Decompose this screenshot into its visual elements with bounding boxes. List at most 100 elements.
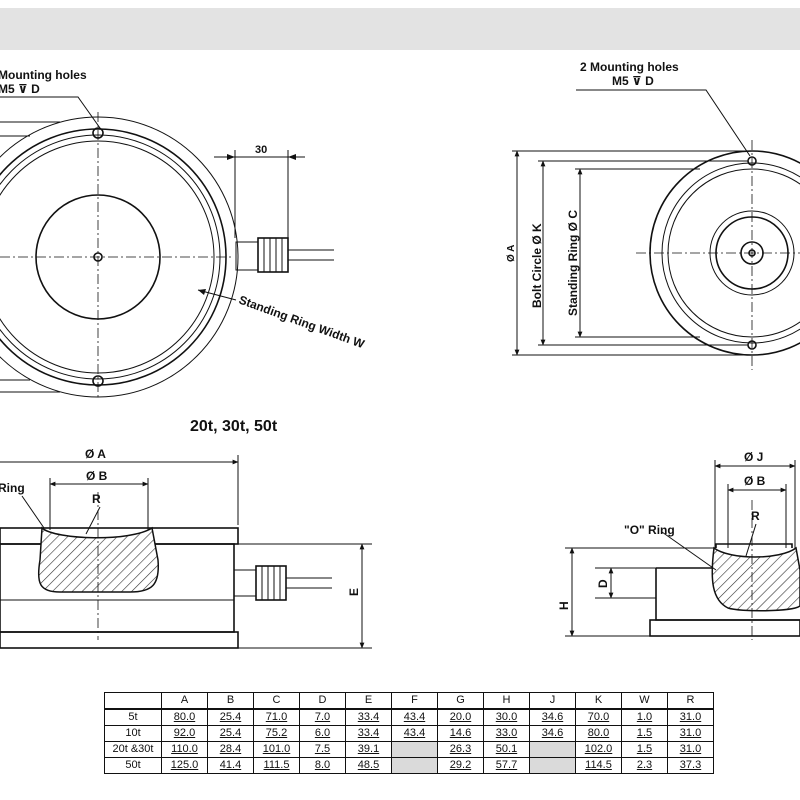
table-cell bbox=[391, 741, 438, 758]
table-cell: 25.4 bbox=[207, 725, 254, 742]
table-cell bbox=[391, 757, 438, 774]
section-dia-b-label: Ø B bbox=[86, 469, 108, 483]
load-button-section bbox=[711, 546, 800, 612]
section-ring-label: Ring bbox=[0, 481, 25, 495]
bolt-circle-label: Bolt Circle Ø K bbox=[530, 223, 544, 308]
table-cell: 102.0 bbox=[575, 741, 622, 758]
table-cell: 7.0 bbox=[299, 708, 346, 726]
table-cell: 34.6 bbox=[529, 708, 576, 726]
cable-connector bbox=[235, 237, 334, 273]
table-cell: 33.0 bbox=[483, 725, 530, 742]
mounting-holes-label-right: 2 Mounting holes bbox=[580, 60, 679, 74]
model-caption: 20t, 30t, 50t bbox=[190, 418, 278, 435]
mounting-leader-right bbox=[576, 89, 751, 157]
table-cell: 41.4 bbox=[207, 757, 254, 774]
table-cell: 7.5 bbox=[299, 741, 346, 758]
table-cell: 33.4 bbox=[345, 708, 392, 726]
table-cell: 50.1 bbox=[483, 741, 530, 758]
section-r-label: R bbox=[92, 492, 101, 506]
column-header-f: F bbox=[391, 692, 438, 710]
table-cell: 70.0 bbox=[575, 708, 622, 726]
section-e-label: E bbox=[347, 588, 361, 596]
table-cell: 26.3 bbox=[437, 741, 484, 758]
table-cell bbox=[529, 757, 576, 774]
table-cell: 28.4 bbox=[207, 741, 254, 758]
table-cell: 25.4 bbox=[207, 708, 254, 726]
table-cell: 71.0 bbox=[253, 708, 300, 726]
table-cell: 14.6 bbox=[437, 725, 484, 742]
table-cell: 39.1 bbox=[345, 741, 392, 758]
table-cell bbox=[529, 741, 576, 758]
column-header-a: A bbox=[161, 692, 208, 710]
standing-ring-label: Standing Ring Ø C bbox=[566, 210, 580, 316]
column-header-h: H bbox=[483, 692, 530, 710]
table-cell: 6.0 bbox=[299, 725, 346, 742]
right-o-ring-label: "O" Ring bbox=[624, 523, 675, 537]
table-cell: 1.5 bbox=[621, 741, 668, 758]
cell-base bbox=[649, 619, 800, 637]
mounting-leader-left bbox=[0, 96, 101, 129]
mounting-spec-label-right: M5 ⊽ D bbox=[612, 74, 654, 88]
top-right-plan-view: Ø A Bolt Circle Ø K Standing Ring Ø C 2 … bbox=[506, 60, 800, 370]
table-cell: 92.0 bbox=[161, 725, 208, 742]
table-cell: 43.4 bbox=[391, 725, 438, 742]
table-cell: 8.0 bbox=[299, 757, 346, 774]
right-dia-j-label: Ø J bbox=[744, 450, 763, 464]
column-header-g: G bbox=[437, 692, 484, 710]
dim-30-label: 30 bbox=[255, 144, 267, 156]
table-cell: 20.0 bbox=[437, 708, 484, 726]
table-cell: 111.5 bbox=[253, 757, 300, 774]
mounting-spec-label-left: M5 ⊽ D bbox=[0, 82, 40, 96]
table-cell: 57.7 bbox=[483, 757, 530, 774]
table-cell: 37.3 bbox=[667, 757, 714, 774]
table-cell: 48.5 bbox=[345, 757, 392, 774]
column-header-r: R bbox=[667, 692, 714, 710]
table-cell: 31.0 bbox=[667, 708, 714, 726]
table-cell: 75.2 bbox=[253, 725, 300, 742]
table-cell: 80.0 bbox=[161, 708, 208, 726]
table-corner-cell bbox=[104, 692, 162, 710]
table-cell: 2.3 bbox=[621, 757, 668, 774]
row-label: 10t bbox=[104, 725, 162, 742]
table-cell: 1.0 bbox=[621, 708, 668, 726]
top-left-plan-view: 30 Mounting holes M5 ⊽ D Standing Ring W… bbox=[0, 68, 367, 400]
dia-a-label: Ø A bbox=[506, 245, 517, 262]
column-header-j: J bbox=[529, 692, 576, 710]
bottom-right-section-view: Ø J Ø B R "O" Ring D H bbox=[557, 450, 800, 640]
right-dia-b-label: Ø B bbox=[744, 474, 766, 488]
bottom-left-section-view: Ø A Ø B R Ring bbox=[0, 447, 372, 649]
column-header-e: E bbox=[345, 692, 392, 710]
column-header-d: D bbox=[299, 692, 346, 710]
table-cell: 29.2 bbox=[437, 757, 484, 774]
row-label: 20t &30t bbox=[104, 741, 162, 758]
row-label: 50t bbox=[104, 757, 162, 774]
right-h-label: H bbox=[557, 601, 571, 610]
load-button-section bbox=[37, 526, 160, 593]
standing-ring-width-label: Standing Ring Width W bbox=[237, 293, 367, 352]
row-label: 5t bbox=[104, 708, 162, 726]
cell-base bbox=[0, 631, 239, 649]
cable-connector-side bbox=[233, 565, 332, 601]
table-cell: 110.0 bbox=[161, 741, 208, 758]
right-d-label: D bbox=[596, 579, 610, 588]
table-cell: 34.6 bbox=[529, 725, 576, 742]
table-cell: 101.0 bbox=[253, 741, 300, 758]
table-cell: 31.0 bbox=[667, 725, 714, 742]
table-cell: 114.5 bbox=[575, 757, 622, 774]
header-band bbox=[0, 8, 800, 50]
table-cell: 80.0 bbox=[575, 725, 622, 742]
technical-drawing: 30 Mounting holes M5 ⊽ D Standing Ring W… bbox=[0, 60, 800, 649]
table-cell: 43.4 bbox=[391, 708, 438, 726]
table-cell: 30.0 bbox=[483, 708, 530, 726]
table-cell: 31.0 bbox=[667, 741, 714, 758]
table-cell: 1.5 bbox=[621, 725, 668, 742]
column-header-c: C bbox=[253, 692, 300, 710]
right-r-label: R bbox=[751, 509, 760, 523]
